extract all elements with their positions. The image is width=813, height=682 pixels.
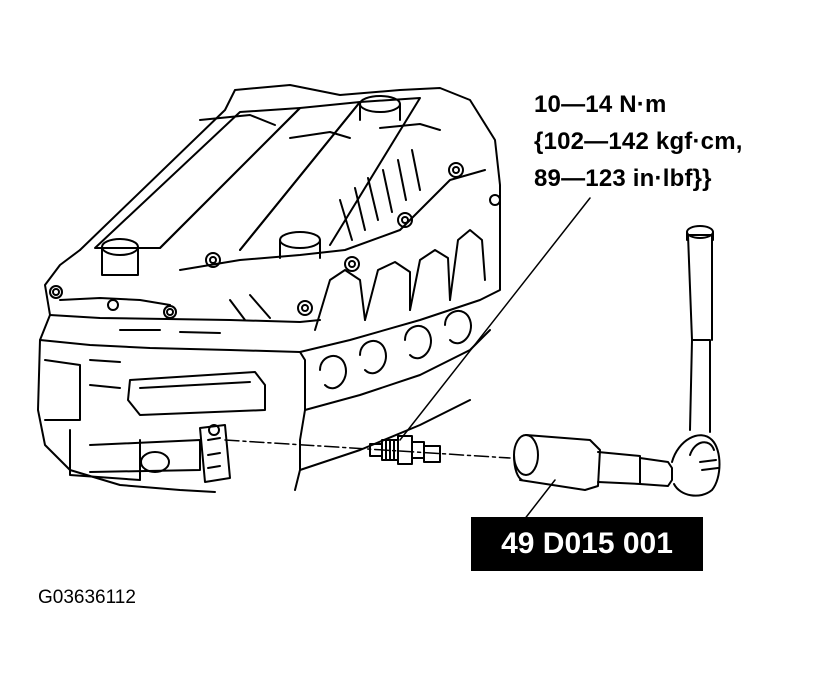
ratchet-handle (671, 225, 721, 497)
top-bolts (49, 162, 501, 319)
sensor (369, 435, 441, 465)
cylinder-head (37, 84, 501, 493)
figure-id: G03636112 (38, 587, 136, 608)
torque-specification: 10—14 N·m {102—142 kgf·cm, 89—123 in·lbf… (534, 86, 743, 197)
socket-tool (513, 434, 673, 491)
torque-line-2: {102—142 kgf·cm, (534, 128, 743, 155)
torque-line-3: 89—123 in·lbf}} (534, 165, 712, 192)
torque-line-1: 10—14 N·m (534, 91, 667, 118)
torque-leader-line (399, 197, 591, 441)
tool-number-label: 49 D015 001 (471, 517, 703, 571)
sensor-and-tool (224, 197, 721, 526)
